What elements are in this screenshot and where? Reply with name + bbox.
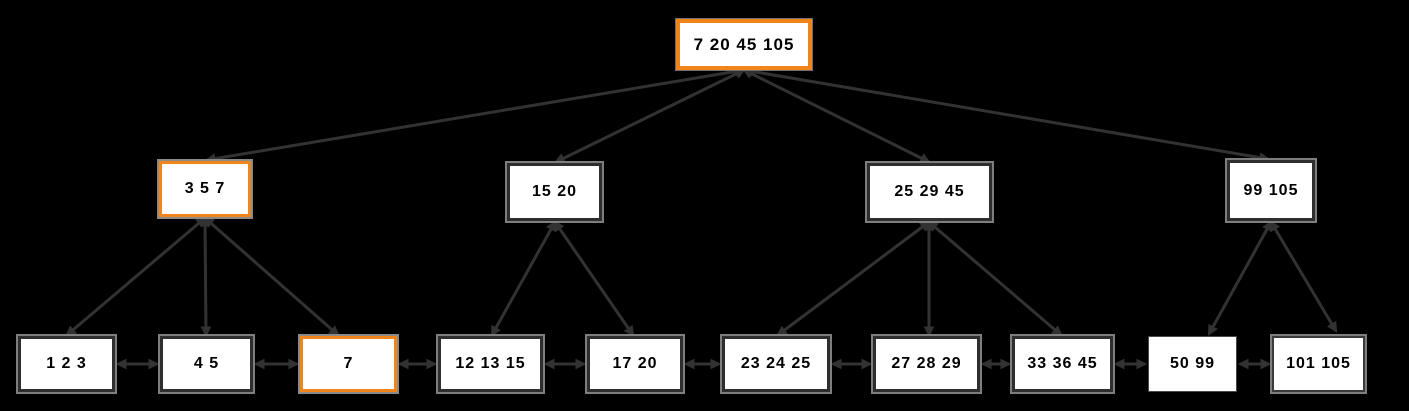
leaf-node-1-2-3: 1 2 3 [16,334,117,394]
internal-node-99-105: 99 105 [1225,158,1317,223]
leaf-node-27-28-29: 27 28 29 [871,334,982,394]
leaf-node-33-36-45: 33 36 45 [1010,334,1115,394]
edge-3-5-7-to-7 [203,216,340,337]
internal-node-3-5-7: 3 5 7 [157,159,253,219]
leaf-node-23-24-25: 23 24 25 [720,334,832,394]
edge-3-5-7-to-4-5 [199,215,212,338]
leaf-node-17-20: 17 20 [585,334,685,394]
internal-node-15-20: 15 20 [505,161,604,223]
edge-99-105-to-50-99 [1207,220,1273,336]
internal-node-25-29-45: 25 29 45 [865,161,994,223]
edge-3-5-7-to-1-2-3 [65,216,207,337]
leaf-node-101-105: 101 105 [1270,334,1367,394]
edge-root-to-25-29-45 [742,68,931,164]
edge-root-to-99-105 [741,66,1271,163]
edge-root-to-3-5-7 [204,66,747,164]
edge-25-29-45-to-23-24-25 [776,220,931,337]
root-node: 7 20 45 105 [675,18,813,71]
leaf-node-4-5: 4 5 [158,334,255,394]
edge-root-to-15-20 [554,68,746,164]
edge-15-20-to-17-20 [553,220,635,337]
edge-15-20-to-12-13-15 [490,220,557,337]
leaf-node-50-99: 50 99 [1148,336,1237,392]
leaf-node-7: 7 [298,334,399,394]
edge-99-105-to-101-105 [1269,220,1338,333]
edge-25-29-45-to-33-36-45 [927,220,1063,337]
leaf-node-12-13-15: 12 13 15 [436,334,545,394]
